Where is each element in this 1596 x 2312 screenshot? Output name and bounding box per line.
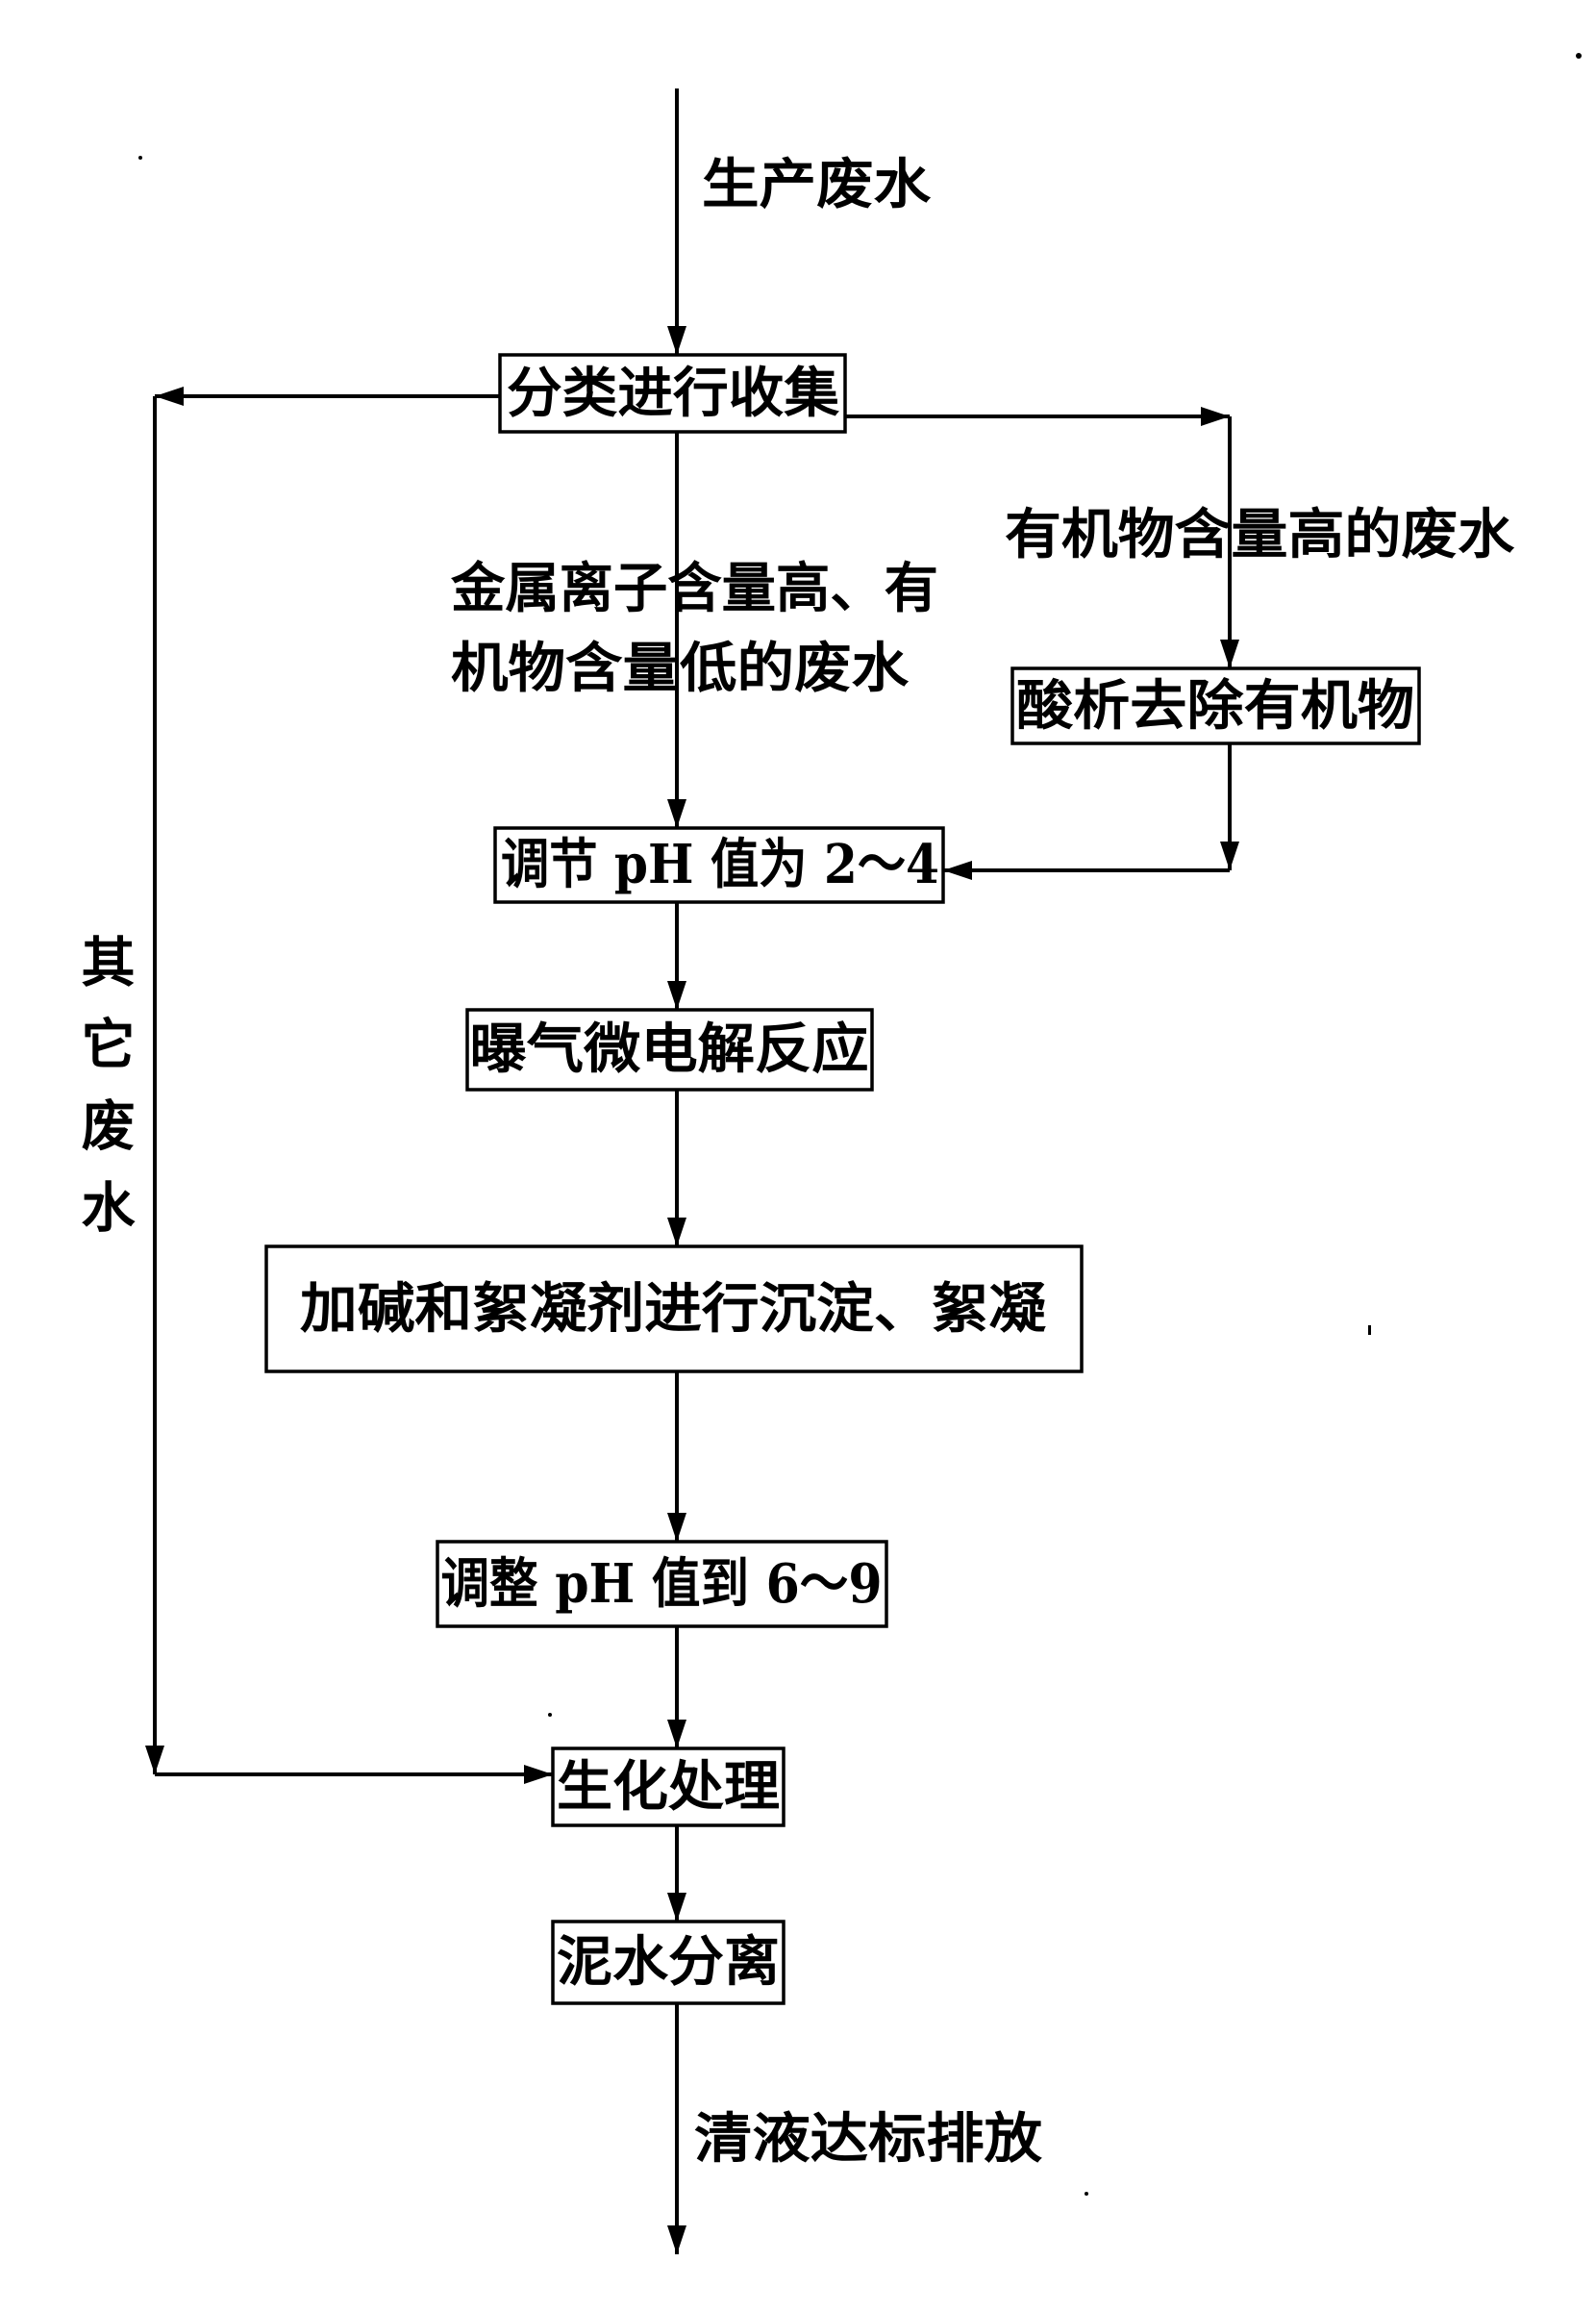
branch-label-high-metal-line2: 机物含量低的废水 xyxy=(451,637,910,700)
step-box-aeration xyxy=(465,1008,874,1092)
step-label-sludge-separation: 泥水分离 xyxy=(557,1930,780,1994)
step-box-sludge-separation xyxy=(551,1920,786,2005)
step-label-classify-collect: 分类进行收集 xyxy=(507,362,839,425)
scan-speck xyxy=(1368,1325,1371,1335)
step-box-adjust-ph-neutral xyxy=(436,1540,888,1628)
branch-label-high-organic: 有机物含量高的废水 xyxy=(1005,503,1515,566)
step-label-alkali-flocculation: 加碱和絮凝剂进行沉淀、絮凝 xyxy=(300,1277,1046,1341)
scan-speck xyxy=(1576,53,1582,59)
scan-speck xyxy=(1085,2192,1088,2196)
step-box-adjust-ph-low xyxy=(493,826,945,904)
step-box-acid-removal xyxy=(1010,666,1421,745)
step-box-alkali-flocculation xyxy=(264,1244,1084,1373)
input-label: 生产废水 xyxy=(702,153,932,216)
step-label-acid-removal: 酸析去除有机物 xyxy=(1016,674,1414,738)
step-label-adjust-ph-low: 调节 pH 值为 2～4 xyxy=(501,833,939,896)
step-label-biochemical: 生化处理 xyxy=(557,1755,780,1819)
scan-speck xyxy=(138,156,142,160)
branch-label-high-metal-line1: 金属离子含量高、有 xyxy=(450,557,938,620)
step-box-biochemical xyxy=(551,1747,786,1827)
step-label-adjust-ph-neutral: 调整 pH 值到 6～9 xyxy=(441,1552,883,1616)
step-label-aeration: 曝气微电解反应 xyxy=(470,1018,869,1081)
scan-speck xyxy=(548,1713,552,1717)
output-label: 清液达标排放 xyxy=(694,2107,1042,2171)
branch-label-other: 其它废水 xyxy=(72,934,136,1261)
step-box-classify-collect xyxy=(498,353,847,434)
